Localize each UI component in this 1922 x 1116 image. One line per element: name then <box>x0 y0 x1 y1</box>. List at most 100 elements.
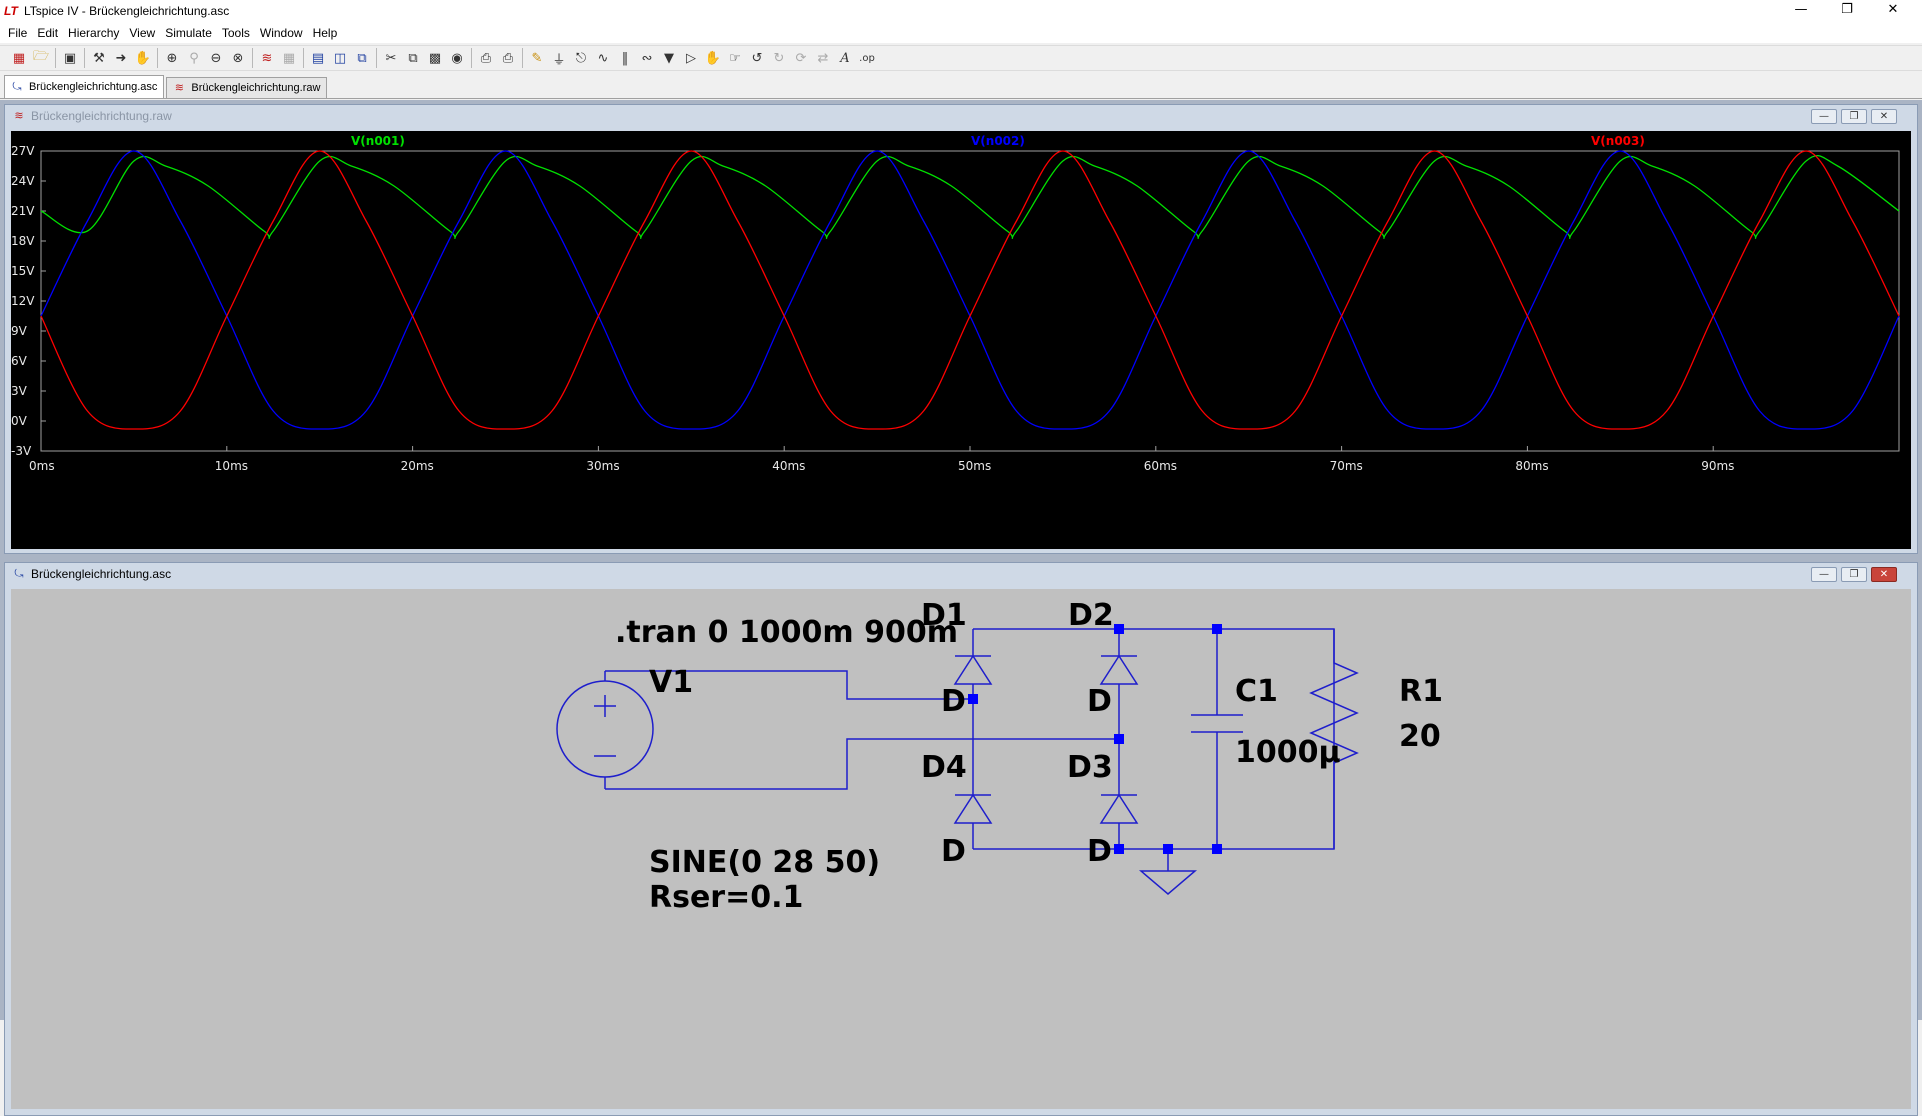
menu-tools[interactable]: Tools <box>221 25 250 40</box>
tab-schematic[interactable]: ⤿ Brückengleichrichtung.asc <box>4 75 165 98</box>
component-icon[interactable]: ▷ <box>686 50 696 66</box>
redo-icon[interactable]: ↻ <box>773 50 785 66</box>
resistor-icon[interactable]: ∿ <box>597 50 609 66</box>
menu-help[interactable]: Help <box>312 25 338 40</box>
window-title: LTspice IV - Brückengleichrichtung.asc <box>24 4 230 18</box>
autorange-icon[interactable]: ≋ <box>261 50 273 66</box>
move-icon[interactable]: ✋ <box>704 50 722 66</box>
schematic-window-titlebar[interactable]: ⤿ Brückengleichrichtung.asc <box>5 563 1917 585</box>
minimize-icon[interactable]: — <box>1811 109 1837 124</box>
trace-vn001[interactable] <box>40 154 1900 239</box>
diode-d2-symbol[interactable] <box>1099 654 1139 685</box>
diode-d1-name[interactable]: D1 <box>921 598 967 633</box>
trace-label[interactable]: V(n001) <box>351 134 405 148</box>
wire <box>973 628 1335 850</box>
open-icon[interactable]: 🗁 <box>32 49 50 64</box>
control-panel-icon[interactable]: ⚒ <box>93 50 105 66</box>
menu-edit[interactable]: Edit <box>37 25 59 40</box>
source-value-line1[interactable]: SINE(0 28 50) <box>649 845 880 880</box>
run-icon[interactable]: ➜ <box>115 50 127 66</box>
toolbar-separator <box>252 48 253 68</box>
diode-d2-name[interactable]: D2 <box>1068 598 1114 633</box>
restore-icon[interactable]: ❐ <box>1841 2 1853 17</box>
zoom-pan-icon[interactable]: ⚲ <box>189 50 199 66</box>
ground-icon[interactable]: ⏚ <box>552 52 566 68</box>
print-setup-icon[interactable]: ⎙ <box>480 50 492 66</box>
undo-icon[interactable]: ↺ <box>751 50 763 66</box>
menu-window[interactable]: Window <box>259 25 303 40</box>
schematic-drawing[interactable]: .tran 0 1000m 900m V1 SINE(0 28 50) Rser… <box>11 589 1911 1109</box>
halt-icon[interactable]: ✋ <box>134 50 152 66</box>
trace-vn002[interactable] <box>40 150 1900 430</box>
diode-d3-symbol[interactable] <box>1099 793 1139 824</box>
x-tick-label: 10ms <box>215 459 248 473</box>
menu-view[interactable]: View <box>129 25 156 40</box>
spice-directive[interactable]: .tran 0 1000m 900m <box>615 615 958 650</box>
source-value-line2[interactable]: Rser=0.1 <box>649 880 803 915</box>
save-icon[interactable]: ▣ <box>63 50 77 66</box>
grid-icon[interactable]: ▦ <box>282 50 296 66</box>
close-icon[interactable]: ✕ <box>1887 2 1899 17</box>
diode-icon[interactable]: ▼ <box>664 50 674 66</box>
zoom-out-icon[interactable]: ⊖ <box>210 50 222 66</box>
source-name[interactable]: V1 <box>649 665 693 700</box>
trace-label[interactable]: V(n002) <box>971 134 1025 148</box>
junction-dot <box>1114 844 1124 854</box>
tile-horizontal-icon[interactable]: ▤ <box>311 50 325 66</box>
copy-icon[interactable]: ⧉ <box>408 50 418 66</box>
waveform-window-titlebar[interactable]: ≋ Brückengleichrichtung.raw <box>5 105 1917 127</box>
diode-d3-name[interactable]: D3 <box>1067 750 1113 785</box>
trace-vn003[interactable] <box>40 150 1900 430</box>
zoom-in-icon[interactable]: ⊕ <box>166 50 178 66</box>
resistor-r1-symbol[interactable] <box>1309 629 1359 849</box>
resistor-r1-name[interactable]: R1 <box>1399 674 1443 709</box>
diode-d4-symbol[interactable] <box>953 793 993 824</box>
cascade-icon[interactable]: ⧉ <box>357 50 367 66</box>
diode-d1-model[interactable]: D <box>941 684 966 719</box>
diode-d3-model[interactable]: D <box>1087 834 1112 869</box>
label-icon[interactable]: ⎋ <box>575 50 587 66</box>
cut-icon[interactable]: ✂ <box>385 50 397 66</box>
diode-d4-name[interactable]: D4 <box>921 750 967 785</box>
tile-vertical-icon[interactable]: ◫ <box>333 50 347 66</box>
paste-icon[interactable]: ▩ <box>428 50 442 66</box>
capacitor-c1-name[interactable]: C1 <box>1235 674 1278 709</box>
drag-icon[interactable]: ☞ <box>729 50 741 66</box>
menu-file[interactable]: File <box>8 25 28 40</box>
find-icon[interactable]: ◉ <box>451 50 463 66</box>
text-icon[interactable]: A <box>840 50 850 66</box>
document-tab-bar: ⤿ Brückengleichrichtung.asc ≋ Brückengle… <box>0 75 1922 99</box>
mirror-icon[interactable]: ⇄ <box>817 50 829 66</box>
capacitor-icon[interactable]: ‖ <box>621 50 629 66</box>
restore-icon[interactable]: ❐ <box>1841 567 1867 582</box>
close-icon[interactable]: ✕ <box>1871 567 1897 582</box>
menu-hierarchy[interactable]: Hierarchy <box>68 25 120 40</box>
menu-simulate[interactable]: Simulate <box>165 25 212 40</box>
new-schematic-icon[interactable]: ▦ <box>12 50 26 66</box>
inductor-icon[interactable]: ∾ <box>641 50 653 66</box>
spice-directive-icon[interactable]: .op <box>859 52 875 64</box>
diode-d2-model[interactable]: D <box>1087 684 1112 719</box>
diode-d4-model[interactable]: D <box>941 834 966 869</box>
tab-label: Brückengleichrichtung.asc <box>29 81 158 93</box>
diode-d1-symbol[interactable] <box>953 654 993 685</box>
print-icon[interactable]: ⎙ <box>502 50 514 66</box>
ground-symbol[interactable] <box>1138 870 1198 895</box>
restore-icon[interactable]: ❐ <box>1841 109 1867 124</box>
capacitor-c1-value[interactable]: 1000µ <box>1235 735 1341 770</box>
tab-waveform[interactable]: ≋ Brückengleichrichtung.raw <box>166 77 328 98</box>
trace-label[interactable]: V(n003) <box>1591 134 1645 148</box>
minimize-icon[interactable]: — <box>1811 567 1837 582</box>
zoom-fit-icon[interactable]: ⊗ <box>232 50 244 66</box>
x-tick-label: 60ms <box>1144 459 1177 473</box>
wire-icon[interactable]: ✎ <box>531 50 543 66</box>
junction-dot <box>1114 734 1124 744</box>
minimize-icon[interactable]: — <box>1794 2 1808 17</box>
resistor-r1-value[interactable]: 20 <box>1399 719 1441 754</box>
rotate-icon[interactable]: ⟳ <box>795 50 807 66</box>
close-icon[interactable]: ✕ <box>1871 109 1897 124</box>
schematic-canvas[interactable]: .tran 0 1000m 900m V1 SINE(0 28 50) Rser… <box>11 589 1911 1109</box>
